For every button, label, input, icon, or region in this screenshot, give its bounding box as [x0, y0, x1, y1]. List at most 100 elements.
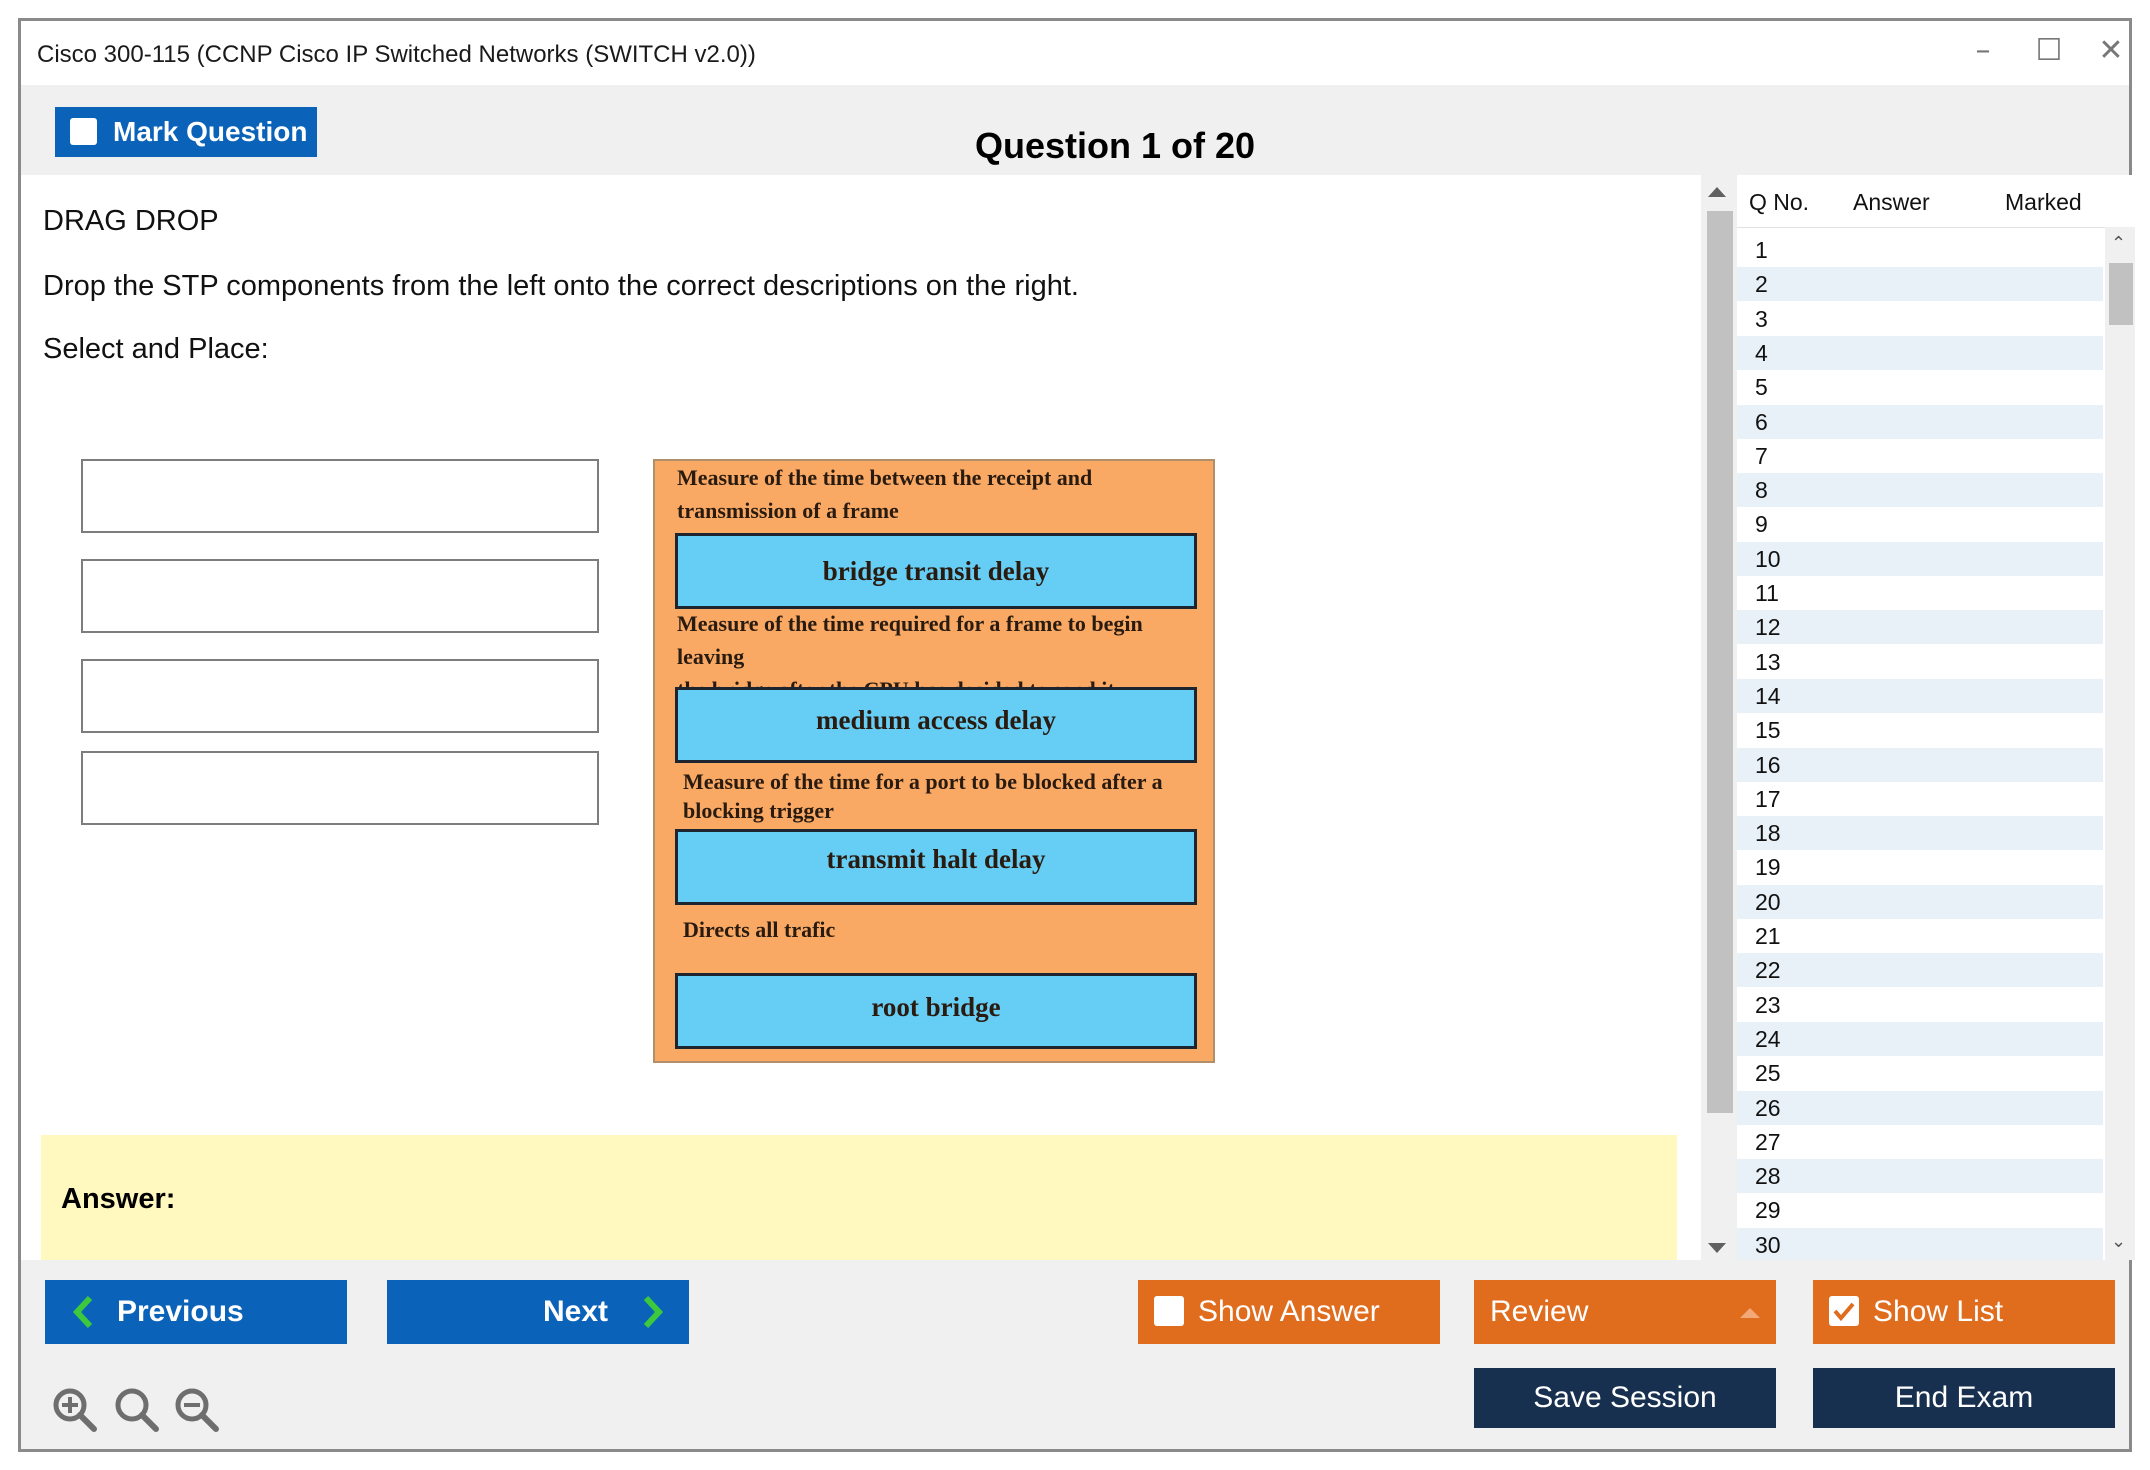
show-answer-label: Show Answer [1198, 1295, 1380, 1328]
mark-question-button[interactable]: Mark Question [55, 107, 317, 157]
zoom-out-icon[interactable] [172, 1385, 220, 1433]
list-scroll-down-icon[interactable]: ⌄ [2111, 1231, 2127, 1252]
question-list-row[interactable]: 22 [1737, 953, 2103, 988]
scroll-down-icon[interactable] [1708, 1243, 1726, 1253]
component-bridge-transit-delay[interactable]: bridge transit delay [675, 533, 1197, 609]
question-number: 2 [1755, 271, 1768, 298]
caret-up-icon [1740, 1308, 1760, 1318]
question-content: DRAG DROP Drop the STP components from t… [21, 175, 1701, 1260]
drop-target-3[interactable] [81, 659, 599, 733]
end-exam-button[interactable]: End Exam [1813, 1368, 2115, 1428]
question-list-row[interactable]: 8 [1737, 473, 2103, 508]
question-counter: Question 1 of 20 [974, 125, 1256, 166]
question-number: 1 [1755, 237, 1768, 263]
question-list-row[interactable]: 4 [1737, 335, 2103, 370]
question-list-row[interactable]: 28 [1737, 1159, 2103, 1194]
question-list-row[interactable]: 12 [1737, 610, 2103, 645]
list-scroll-thumb[interactable] [2109, 263, 2133, 325]
description-4-line1: Directs all trafic [683, 917, 836, 942]
next-label: Next [543, 1295, 609, 1328]
question-number: 5 [1755, 374, 1768, 401]
question-number: 7 [1755, 442, 1768, 469]
content-scroll-thumb[interactable] [1707, 211, 1733, 1113]
question-number: 28 [1755, 1163, 1781, 1190]
show-answer-button[interactable]: Show Answer [1138, 1280, 1440, 1344]
answer-area: Answer: [41, 1135, 1677, 1260]
question-list-row[interactable]: 27 [1737, 1125, 2103, 1159]
component-medium-access-delay[interactable]: medium access delay [675, 687, 1197, 763]
description-1: Measure of the time between the receipt … [677, 461, 1092, 527]
question-list-row[interactable]: 7 [1737, 439, 2103, 473]
question-list-row[interactable]: 3 [1737, 302, 2103, 336]
question-list-row[interactable]: 1 [1737, 233, 2103, 267]
question-toolbar: Mark Question Question 1 of 20 [21, 85, 2129, 175]
mark-checkbox-icon [70, 118, 97, 145]
question-number: 27 [1755, 1128, 1781, 1155]
question-number: 13 [1755, 648, 1781, 675]
question-list-row[interactable]: 21 [1737, 919, 2103, 953]
description-4: Directs all trafic [683, 913, 835, 946]
question-list-row[interactable]: 29 [1737, 1193, 2103, 1227]
header-marked[interactable]: Marked [2005, 189, 2082, 215]
question-list-row[interactable]: 16 [1737, 747, 2103, 782]
question-list-row[interactable]: 20 [1737, 884, 2103, 919]
question-number: 11 [1755, 580, 1779, 606]
header-qno[interactable]: Q No. [1749, 189, 1810, 215]
description-2-line1: Measure of the time required for a frame… [677, 611, 1143, 669]
header-answer[interactable]: Answer [1853, 189, 1930, 215]
show-answer-checkbox-icon [1154, 1296, 1184, 1326]
review-dropdown-button[interactable]: Review [1474, 1280, 1776, 1344]
question-list-row[interactable]: 5 [1737, 370, 2103, 404]
question-number: 15 [1755, 717, 1781, 744]
question-number: 16 [1755, 751, 1781, 778]
question-list-row[interactable]: 9 [1737, 507, 2103, 541]
scroll-up-icon[interactable] [1708, 187, 1726, 197]
next-button[interactable]: Next [387, 1280, 689, 1344]
question-list-row[interactable]: 2 [1737, 267, 2103, 302]
question-number: 21 [1755, 923, 1781, 949]
drop-target-1[interactable] [81, 459, 599, 533]
bottom-bar: Previous Next Show Answer Review Show Li… [21, 1260, 2129, 1449]
question-number: 9 [1755, 511, 1768, 538]
question-list-row[interactable]: 10 [1737, 541, 2103, 576]
question-list-row[interactable]: 13 [1737, 645, 2103, 679]
question-number: 3 [1755, 305, 1768, 332]
question-list-row[interactable]: 15 [1737, 713, 2103, 747]
component-root-bridge[interactable]: root bridge [675, 973, 1197, 1049]
component-transmit-halt-delay[interactable]: transmit halt delay [675, 829, 1197, 905]
review-label: Review [1490, 1295, 1589, 1328]
content-scrollbar[interactable] [1701, 175, 1737, 1260]
question-number: 25 [1755, 1060, 1781, 1087]
question-list-row[interactable]: 23 [1737, 988, 2103, 1022]
question-list-row[interactable]: 25 [1737, 1056, 2103, 1090]
question-number: 24 [1755, 1025, 1781, 1052]
chevron-right-icon [643, 1295, 664, 1329]
question-list-row[interactable]: 11 [1737, 576, 2103, 610]
zoom-in-icon[interactable] [50, 1385, 98, 1433]
question-list-row[interactable]: 24 [1737, 1021, 2103, 1056]
question-number: 12 [1755, 614, 1781, 641]
list-scroll-up-icon[interactable]: ⌃ [2111, 233, 2127, 254]
previous-button[interactable]: Previous [45, 1280, 347, 1344]
question-number: 26 [1755, 1094, 1781, 1121]
drop-target-4[interactable] [81, 751, 599, 825]
question-list-row[interactable]: 18 [1737, 816, 2103, 851]
question-list-row[interactable]: 14 [1737, 678, 2103, 713]
question-list-scrollbar[interactable]: ⌃ ⌄ [2105, 227, 2135, 1260]
question-list-row[interactable]: 26 [1737, 1090, 2103, 1125]
close-button[interactable]: ✕ [2098, 33, 2124, 68]
drop-target-2[interactable] [81, 559, 599, 633]
show-list-button[interactable]: Show List [1813, 1280, 2115, 1344]
question-list-row[interactable]: 30 [1737, 1227, 2103, 1260]
question-list-row[interactable]: 19 [1737, 850, 2103, 884]
minimize-button[interactable]: – [1975, 33, 1991, 68]
zoom-reset-icon[interactable] [112, 1385, 160, 1433]
description-1-line2: transmission of a frame [677, 498, 899, 523]
question-number: 23 [1755, 991, 1781, 1018]
maximize-button[interactable]: ☐ [2035, 33, 2063, 68]
question-number: 29 [1755, 1197, 1781, 1224]
question-number: 30 [1755, 1231, 1781, 1258]
save-session-button[interactable]: Save Session [1474, 1368, 1776, 1428]
question-list-row[interactable]: 6 [1737, 404, 2103, 439]
question-list-row[interactable]: 17 [1737, 782, 2103, 816]
